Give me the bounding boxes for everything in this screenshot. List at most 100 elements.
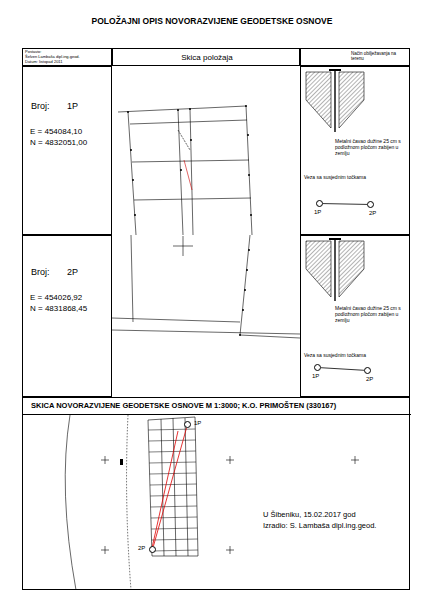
survey-point: 2P [149,546,156,553]
parcel-points [242,309,244,311]
cadastral-sketch [118,106,252,235]
point-link [323,203,367,205]
parcel-points [239,334,241,336]
parcel-lines [148,429,195,430]
cell-text: Šelven Lambaša dipl.ing.geod. [25,55,111,60]
parcel-points [190,139,192,141]
header-cell: Način obilježavanja na terenu [300,48,410,66]
cadastral-sketch [130,120,247,124]
parcel-lines [151,517,197,518]
parcel-points [127,111,129,113]
overview-cell: SKICA NOVORAZVIJENE GEODETSKE OSNOVE M 1… [22,397,410,590]
parcel-lines [150,495,196,496]
cadastral-sketch [246,106,252,235]
overview-sketch [161,419,164,556]
cell-text: E = 454026,92 [30,293,82,302]
overview-sketch [148,417,198,556]
traverse-line [152,431,178,548]
parcel-points [132,179,134,181]
cell-text: Metalni čavao dužine 25 cm s podložnom p… [335,306,405,323]
parcel-points [248,174,250,176]
overview-sketch [65,415,76,590]
parcel-points [180,169,182,171]
parcel-lines [152,550,198,551]
nail-symbol [339,241,364,297]
cell-text: 2P [67,267,78,277]
cadastral-sketch [118,106,246,112]
cell-text: 1P [67,101,78,111]
survey-point: 1P [316,200,323,207]
parcel-points [134,214,136,216]
overview-sketch [185,418,188,556]
cell-text: U Šibeniku, 15.02.2017 god [263,511,356,520]
cadastral-sketch [184,160,192,190]
point-cell: Broj: 1P E = 454084,10 N = 4832051,00 [22,66,112,235]
parcel-lines [150,484,196,485]
cell-text: Broj: [31,267,50,277]
parcel-lines [149,451,196,452]
point-cell: Broj: 2P E = 454026,92 N = 4831868,45 [22,235,112,397]
cadastral-sketch [132,160,249,162]
cadastral-sketch [173,246,193,247]
cell-text: Postavio: [25,50,111,55]
cell-text: Način obilježavanja na terenu [351,51,407,61]
parcel-lines [150,473,197,474]
cadastral-sketch [178,110,183,235]
cell-text: 2P [369,210,376,217]
nail-symbol [306,72,331,128]
cell-text: 1P [314,209,321,216]
parcel-points [244,289,246,291]
parcel-lines [149,462,196,463]
nail-symbol [339,72,364,128]
point-link [153,428,186,546]
cadastral-sketch [128,112,136,235]
marking-cell: Metalni čavao dužine 25 cm s podložnom p… [300,66,410,235]
cadastral-sketch [178,130,190,150]
cadastral-sketch [112,318,240,322]
cadastral-sketch [240,335,300,338]
cell-text: N = 4831868,45 [30,304,87,313]
marking-cell: Metalni čavao dužine 25 cm s podložnom p… [300,235,410,397]
cell-text: Skica položaja [113,53,301,62]
info-cell: Postavio:Šelven Lambaša dipl.ing.geod.Da… [22,48,112,66]
nail-symbol [334,239,335,301]
nail-symbol [306,241,331,297]
parcel-points [127,105,252,216]
parcel-points [247,134,249,136]
survey-point: 1P [314,364,321,371]
parcel-points [250,214,252,216]
survey-point: 1P [184,421,191,428]
cell-text: E = 454084,10 [30,127,82,136]
page-title: POLOŽAJNI OPIS NOVORAZVIJENE GEODETSKE O… [0,16,424,26]
parcel-points [246,269,248,271]
cell-text: Broj: [31,101,50,111]
cadastral-sketch [190,109,193,235]
overview-sketch [65,415,198,590]
cadastral-sketch [112,330,300,334]
cadastral-sketch [240,235,250,335]
cell-text: 2P [138,545,145,552]
parcel-lines [151,506,197,507]
cell-text: Metalni čavao dužine 25 cm s podložnom p… [335,139,405,156]
map-icon [120,459,123,465]
cell-text: Izradio: S. Lambaša dipl.ing.geod. [263,522,376,531]
nail-symbol [334,70,335,132]
cell-text: N = 4832051,00 [30,138,87,147]
overview-sketch [127,415,131,590]
cadastral-sketch [112,235,300,338]
cadastral-sketch [134,198,251,200]
cell-text: Veza sa susjednim točkama [304,175,366,181]
cell-text: 1P [312,373,319,380]
cell-text: 1P [194,420,201,427]
survey-point: 2P [364,367,371,374]
parcel-lines [149,440,196,441]
parcel-points [130,149,132,151]
parcel-lines [152,539,198,540]
map-icon [120,459,123,465]
nail-symbol [329,238,341,240]
survey-point: 2P [367,201,374,208]
grid-crosses [101,456,359,554]
